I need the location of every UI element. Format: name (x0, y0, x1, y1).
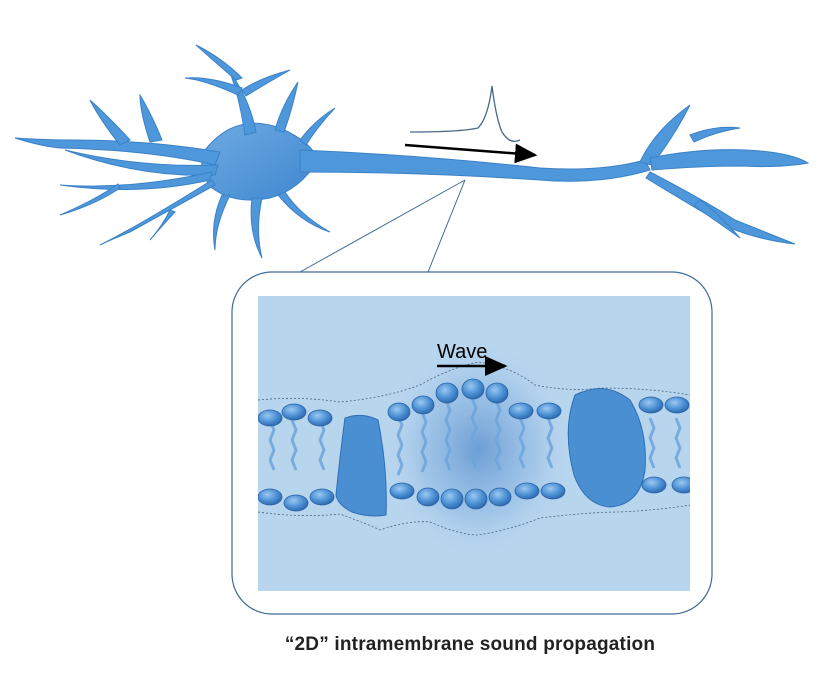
neuron-axon-terminal (689, 126, 741, 143)
wave-glow (383, 340, 573, 560)
neuron-axon-terminal (645, 171, 796, 245)
neuron (14, 44, 810, 259)
neuron-axon-terminal (693, 199, 741, 239)
propagation-arrow (404, 143, 538, 164)
neuron-dendrite (274, 81, 299, 133)
diagram-caption: “2D” intramembrane sound propagation (284, 634, 656, 655)
neuron-axon (299, 149, 651, 182)
neuron-dendrite (59, 171, 213, 190)
zoom-line (427, 179, 466, 273)
neuron-dendrite (59, 183, 121, 216)
lipid-tails (268, 397, 682, 476)
lower-lipid-heads (258, 476, 690, 512)
neuron-dendrite (213, 194, 231, 251)
neuron-axon-terminal (639, 104, 691, 166)
neuron-dendrite (195, 44, 243, 81)
neuron-dendrite (277, 191, 331, 233)
membrane-protein (567, 388, 646, 508)
action-potential-spike (409, 85, 521, 143)
neuron-dendrite (299, 107, 336, 146)
neuron-dendrite (184, 77, 243, 96)
neuron-dendrite (14, 137, 221, 166)
membrane-protein (335, 414, 387, 517)
neuron-dendrite (241, 69, 291, 97)
neuron-dendrite (89, 99, 131, 146)
neuron-dendrite (149, 209, 176, 241)
zoom-line (299, 179, 466, 273)
neuron-dendrite (139, 93, 163, 143)
neuron-axon-terminal (649, 149, 810, 171)
neuron-dendrite (64, 149, 219, 176)
wave-label: Wave (437, 341, 487, 363)
upper-lipid-heads (258, 378, 690, 427)
neuron-dendrite (250, 197, 263, 259)
